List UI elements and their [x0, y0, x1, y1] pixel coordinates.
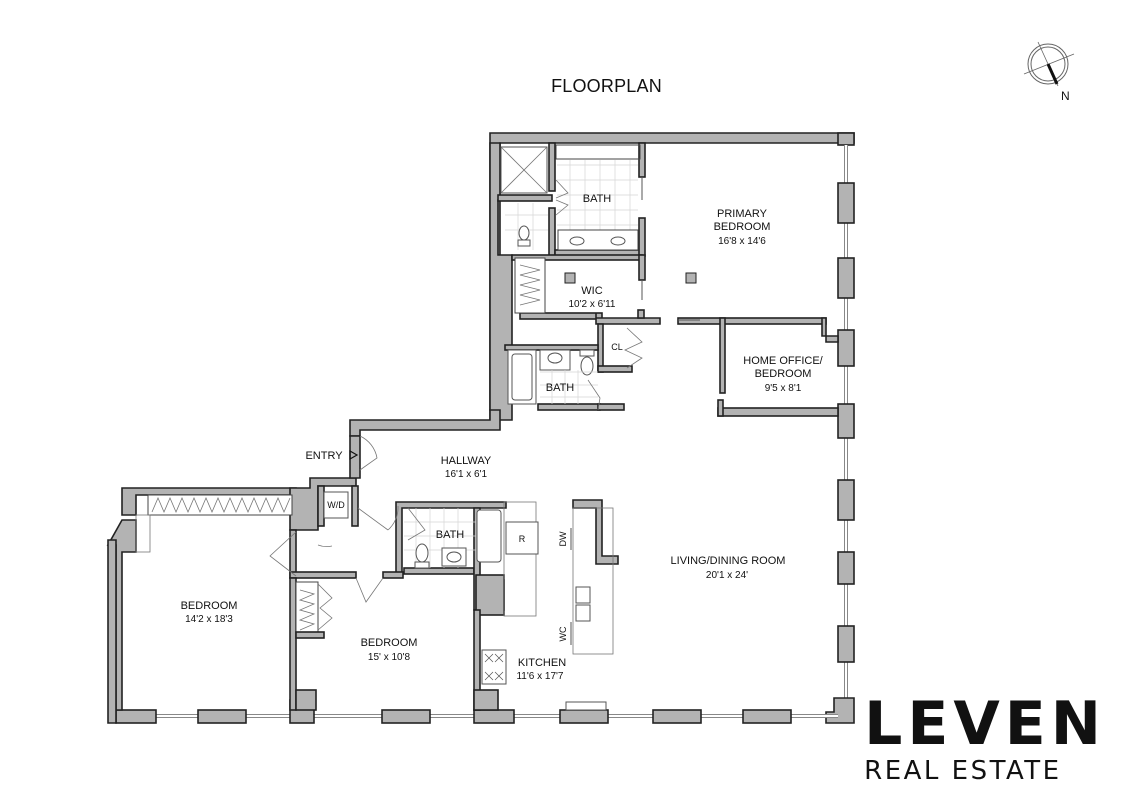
kitchen-label: KITCHEN — [518, 657, 566, 669]
entry-label: ENTRY — [305, 450, 343, 462]
dishwasher-label: DW — [558, 531, 568, 546]
brand-logo: LEVEN REAL ESTATE — [864, 694, 1106, 786]
kitchen-dims: 11'6 x 17'7 — [516, 671, 563, 682]
hallway-dims: 16'1 x 6'1 — [445, 469, 488, 480]
closet-label: CL — [611, 342, 623, 352]
primary-bedroom-dims: 16'8 x 14'6 — [718, 236, 766, 247]
primary-bedroom-label-line2: BEDROOM — [714, 221, 771, 233]
living-dining-label: LIVING/DINING ROOM — [671, 555, 786, 567]
wic-dims: 10'2 x 6'11 — [568, 299, 615, 310]
entry-arrow-icon — [349, 449, 359, 461]
fixtures — [135, 144, 697, 711]
primary-bedroom-label-line1: PRIMARY — [717, 208, 768, 220]
second-bath-label: BATH — [546, 382, 575, 394]
brand-name: LEVEN — [864, 689, 1106, 759]
bedroom-south-dims: 15' x 10'8 — [368, 652, 411, 663]
bedroom-west-dims: 14'2 x 18'3 — [185, 614, 233, 625]
third-bath-label: BATH — [436, 529, 465, 541]
wic-label: WIC — [581, 285, 602, 297]
home-office-dims: 9'5 x 8'1 — [765, 383, 802, 394]
compass-north-label: N — [1061, 89, 1070, 103]
refrigerator-label: R — [519, 534, 526, 544]
bedroom-west-label: BEDROOM — [181, 600, 238, 612]
hallway-label: HALLWAY — [441, 455, 492, 467]
living-dining-dims: 20'1 x 24' — [706, 570, 748, 581]
washer-dryer-label: W/D — [327, 500, 345, 510]
bedroom-south-label: BEDROOM — [361, 637, 418, 649]
wine-cooler-label: WC — [558, 626, 568, 641]
home-office-label-line1: HOME OFFICE/ — [743, 355, 823, 367]
compass-icon: N — [1023, 41, 1075, 103]
brand-tagline: REAL ESTATE — [864, 756, 1062, 786]
room-labels: BATH PRIMARY BEDROOM 16'8 x 14'6 WIC 10'… — [181, 193, 824, 682]
page-title: FLOORPLAN — [551, 76, 662, 96]
primary-bath-label: BATH — [583, 193, 612, 205]
home-office-label-line2: BEDROOM — [755, 368, 812, 380]
